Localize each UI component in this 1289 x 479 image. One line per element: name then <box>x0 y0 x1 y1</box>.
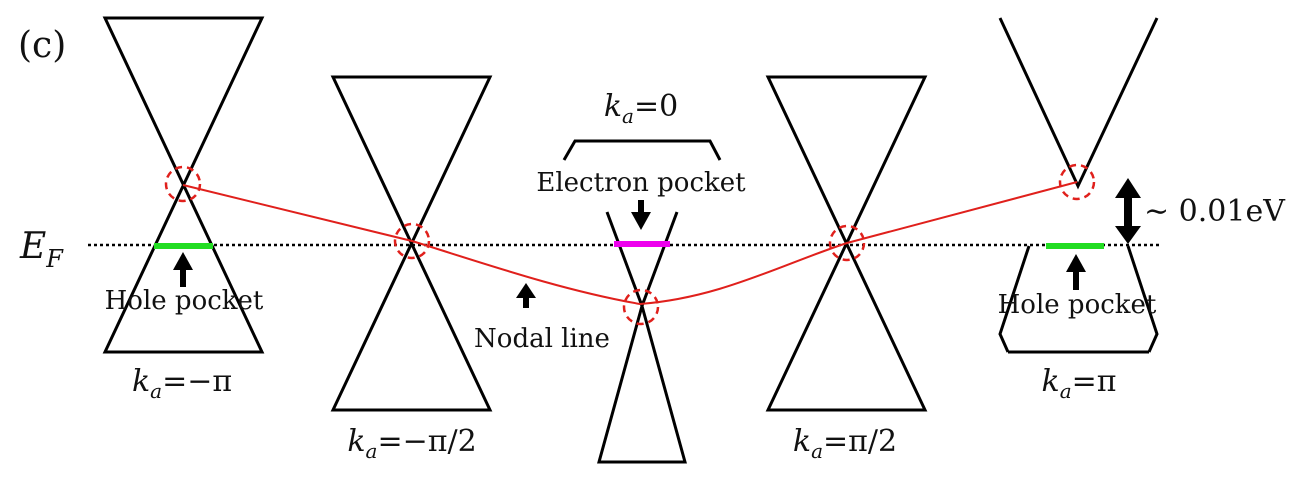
cone-k-pi <box>998 17 1159 354</box>
nodal-line-label: Nodal line <box>474 324 610 354</box>
cone-k-minus-half-pi <box>330 75 493 412</box>
arrow-hole-right <box>1066 254 1086 290</box>
nodal-line-curve <box>182 181 1078 306</box>
fermi-level-label: EF <box>19 226 64 273</box>
cone-k-zero <box>562 139 722 464</box>
node-circle-3 <box>622 288 660 326</box>
hole-pocket-left-label: Hole pocket <box>105 286 264 316</box>
energy-gap-label: ∼ 0.01eV <box>1144 194 1286 229</box>
cone-k-half-pi <box>765 75 928 412</box>
k-label-minus-pi: ka=−π <box>132 364 232 403</box>
node-circle-5 <box>1058 163 1096 201</box>
arrow-hole-left <box>173 252 193 287</box>
arrow-nodal-line <box>516 283 536 308</box>
node-circle-1 <box>164 165 202 203</box>
node-circle-2 <box>393 222 431 260</box>
arrow-electron-pocket <box>631 200 651 230</box>
node-circle-4 <box>828 224 866 262</box>
k-label-half-pi: ka=π/2 <box>793 424 897 463</box>
k-label-minus-half-pi: ka=−π/2 <box>347 424 476 463</box>
energy-gap-double-arrow <box>1115 178 1141 244</box>
hole-pocket-right-label: Hole pocket <box>998 290 1157 320</box>
k-label-zero: ka=0 <box>604 89 678 128</box>
electron-pocket-label: Electron pocket <box>536 168 746 198</box>
k-label-pi: ka=π <box>1042 364 1117 403</box>
panel-label: (c) <box>18 25 66 66</box>
cone-k-minus-pi <box>102 16 265 354</box>
